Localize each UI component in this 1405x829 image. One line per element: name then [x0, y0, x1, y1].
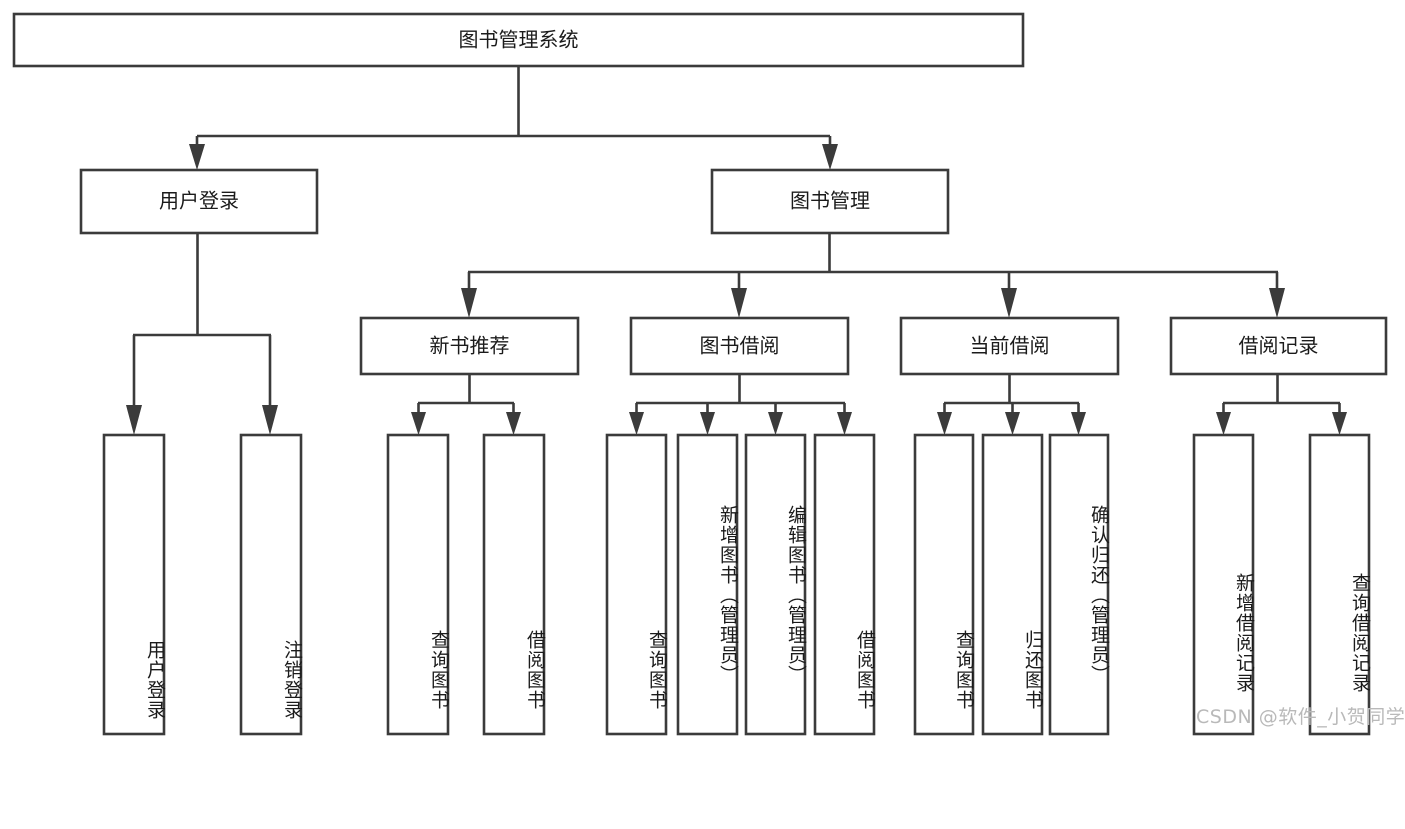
- arrow-to-current-borrow: [1001, 288, 1017, 318]
- csdn-watermark: CSDN @软件_小贺同学: [1196, 706, 1405, 728]
- arrow-to-book-management: [822, 144, 838, 170]
- arrow-to-new-book-recommend: [461, 288, 477, 318]
- node-leaf-borrow-book-rec-box[interactable]: [482, 433, 546, 736]
- node-book-borrow-box[interactable]: [629, 316, 850, 376]
- node-user-login-box[interactable]: [79, 168, 319, 235]
- node-root-box[interactable]: [12, 12, 1025, 68]
- arrow-to-leaf-add-borrow-record: [1216, 412, 1231, 435]
- node-leaf-confirm-return-admin-box[interactable]: [1048, 433, 1110, 736]
- node-current-borrow-label: 当前借阅: [970, 334, 1050, 358]
- node-user-login-label: 用户登录: [159, 189, 239, 213]
- node-leaf-add-borrow-record-box[interactable]: [1192, 433, 1255, 736]
- node-leaf-query-book-rec-box[interactable]: [386, 433, 450, 736]
- node-leaf-user-login-box[interactable]: [102, 433, 166, 736]
- node-new-book-recommend-box[interactable]: [359, 316, 580, 376]
- node-borrow-record-box[interactable]: [1169, 316, 1388, 376]
- arrow-to-leaf-edit-book-admin: [768, 412, 783, 435]
- node-leaf-query-borrow-record-box[interactable]: [1308, 433, 1371, 736]
- node-current-borrow-box[interactable]: [899, 316, 1120, 376]
- node-borrow-record-label: 借阅记录: [1239, 334, 1319, 358]
- arrow-to-book-borrow: [731, 288, 747, 318]
- node-leaf-borrow-book-box[interactable]: [813, 433, 876, 736]
- node-leaf-query-book-borrow-box[interactable]: [605, 433, 668, 736]
- arrow-to-user-login: [189, 144, 205, 170]
- node-leaf-logout-box[interactable]: [239, 433, 303, 736]
- arrow-to-leaf-query-book-rec: [411, 412, 426, 435]
- arrow-to-leaf-query-book-current: [937, 412, 952, 435]
- arrow-to-leaf-logout: [262, 405, 278, 435]
- arrow-to-leaf-borrow-book-rec: [506, 412, 521, 435]
- arrow-to-leaf-confirm-return-admin: [1071, 412, 1086, 435]
- node-leaf-query-book-current-box[interactable]: [913, 433, 975, 736]
- node-root-label: 图书管理系统: [459, 28, 579, 52]
- arrow-to-leaf-query-borrow-record: [1332, 412, 1347, 435]
- node-book-management-box[interactable]: [710, 168, 950, 235]
- node-leaf-add-book-admin-box[interactable]: [676, 433, 739, 736]
- arrow-to-leaf-return-book: [1005, 412, 1020, 435]
- arrow-to-borrow-record: [1269, 288, 1285, 318]
- arrow-to-leaf-user-login: [126, 405, 142, 435]
- node-leaf-edit-book-admin-box[interactable]: [744, 433, 807, 736]
- nodes-group: 图书管理系统 用户登录 图书管理 新书推荐 图书借阅 当前借阅 借阅记录: [12, 12, 1388, 736]
- edges-group: [126, 66, 1347, 435]
- node-book-management-label: 图书管理: [790, 189, 870, 213]
- node-new-book-recommend-label: 新书推荐: [430, 334, 510, 358]
- diagram-canvas: 图书管理系统 用户登录 图书管理 新书推荐 图书借阅 当前借阅 借阅记录: [12, 12, 1405, 736]
- arrow-to-leaf-borrow-book: [837, 412, 852, 435]
- hierarchy-flowchart-svg: 图书管理系统 用户登录 图书管理 新书推荐 图书借阅 当前借阅 借阅记录: [12, 12, 1388, 736]
- node-leaf-return-book-box[interactable]: [981, 433, 1044, 736]
- arrow-to-leaf-add-book-admin: [700, 412, 715, 435]
- node-book-borrow-label: 图书借阅: [700, 334, 780, 358]
- arrow-to-leaf-query-book-borrow: [629, 412, 644, 435]
